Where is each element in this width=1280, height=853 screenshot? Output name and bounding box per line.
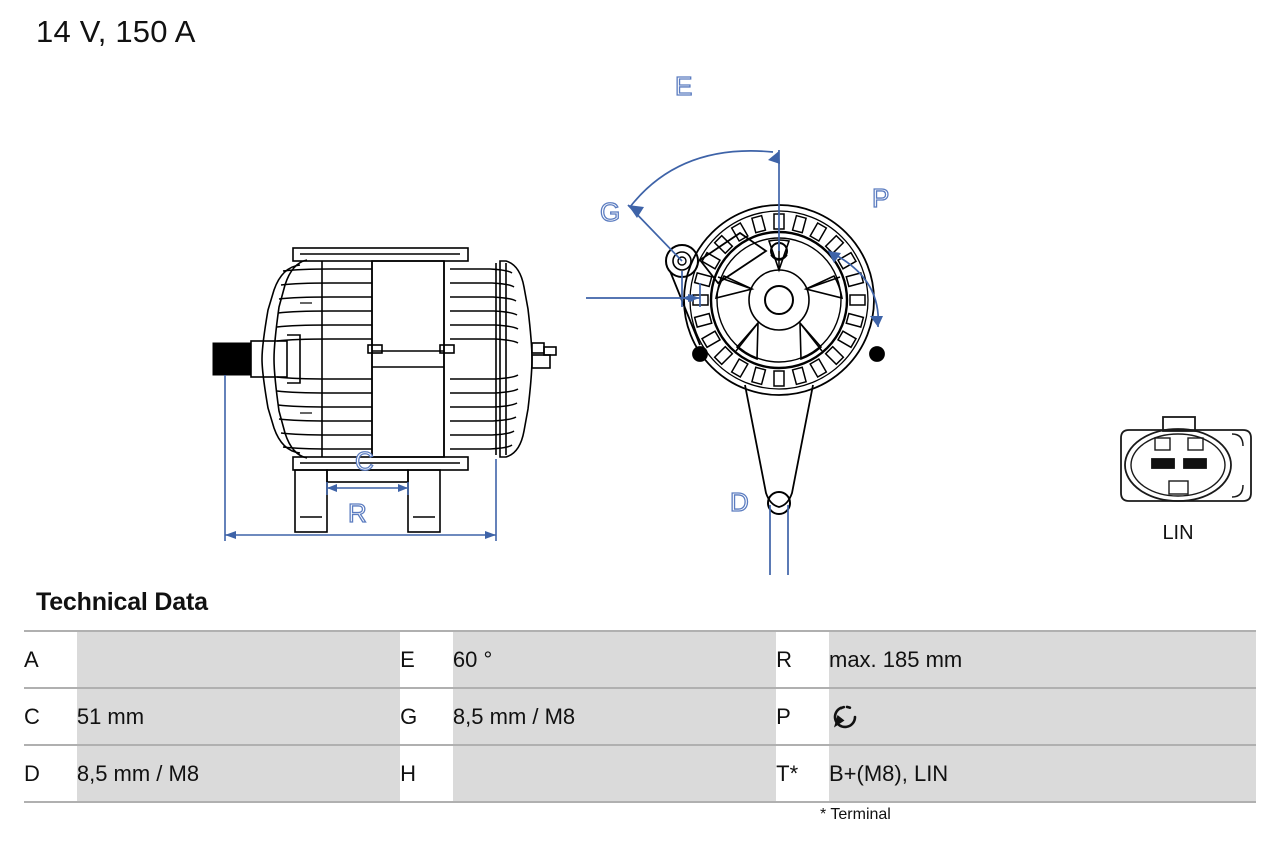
alternator-front-view bbox=[665, 204, 885, 515]
table-value-t: B+(M8), LIN bbox=[829, 744, 1256, 803]
dimension-label-G: G bbox=[600, 197, 620, 227]
table-value-c: 51 mm bbox=[76, 687, 401, 745]
dimension-label-D: D bbox=[730, 487, 749, 517]
dimension-label-C: C bbox=[355, 446, 374, 476]
table-key-r: R bbox=[776, 630, 829, 688]
table-key-a: A bbox=[24, 630, 77, 688]
table-key-p: P bbox=[776, 687, 829, 745]
rotation-ccw-icon bbox=[829, 702, 863, 732]
side-view-dimension-labels: C R bbox=[347, 445, 374, 528]
lin-connector bbox=[1120, 416, 1252, 502]
front-view-dimension-labels: E G P D bbox=[599, 70, 890, 517]
table-row: C 51 mm G 8,5 mm / M8 P bbox=[24, 687, 1256, 745]
alternator-side-view bbox=[212, 247, 557, 533]
table-value-a bbox=[76, 630, 401, 688]
technical-data-table: A E 60 ° R max. 185 mm C 51 mm G 8,5 mm … bbox=[24, 630, 1256, 803]
table-footnote: * Terminal bbox=[820, 806, 891, 823]
dimension-label-P: P bbox=[872, 183, 889, 213]
table-key-e: E bbox=[400, 630, 453, 688]
table-row: A E 60 ° R max. 185 mm bbox=[24, 630, 1256, 688]
table-value-d: 8,5 mm / M8 bbox=[76, 744, 401, 803]
dimension-label-R: R bbox=[348, 498, 367, 528]
table-key-h: H bbox=[400, 744, 453, 803]
table-row: D 8,5 mm / M8 H T* B+(M8), LIN bbox=[24, 744, 1256, 803]
table-value-r: max. 185 mm bbox=[829, 630, 1256, 688]
table-value-g: 8,5 mm / M8 bbox=[452, 687, 777, 745]
table-value-h bbox=[452, 744, 777, 803]
table-value-e: 60 ° bbox=[452, 630, 777, 688]
table-value-p bbox=[829, 687, 1256, 745]
table-key-d: D bbox=[24, 744, 77, 803]
lin-connector-label: LIN bbox=[1162, 522, 1193, 544]
dimension-label-E: E bbox=[675, 71, 692, 101]
page-title: 14 V, 150 A bbox=[36, 14, 196, 49]
front-view-dimensions bbox=[586, 150, 883, 575]
technical-data-heading: Technical Data bbox=[36, 588, 208, 616]
table-key-g: G bbox=[400, 687, 453, 745]
side-view-dimensions bbox=[224, 375, 497, 541]
table-key-t: T* bbox=[776, 744, 829, 803]
technical-drawing-area: C R bbox=[0, 55, 1280, 575]
table-key-c: C bbox=[24, 687, 77, 745]
